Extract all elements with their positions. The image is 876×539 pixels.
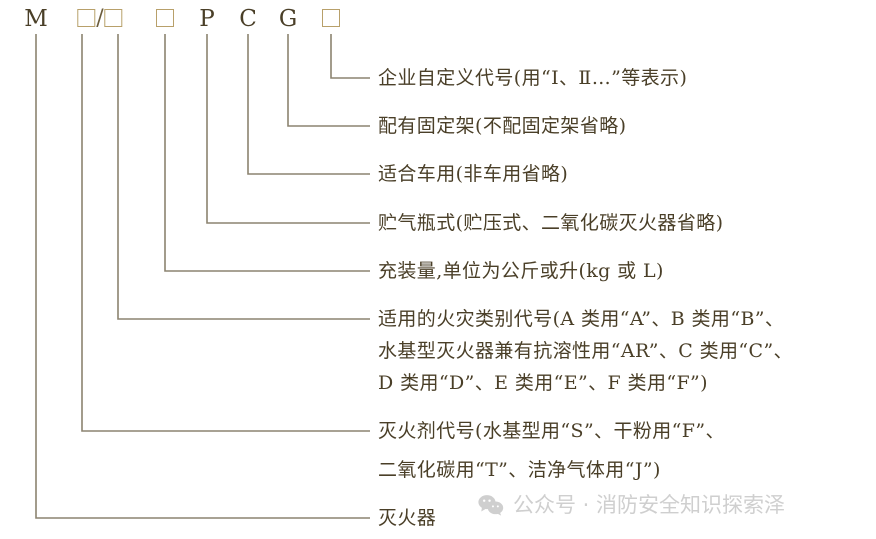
desc-agent-code-line-2: 二氧化碳用“T”、洁净气体用“J”): [378, 459, 661, 481]
leader-line-agent-code: [81, 34, 370, 432]
empty-box-icon: [322, 9, 340, 27]
code-glyph-c: C: [239, 6, 257, 32]
code-cell-letter-m: M: [24, 6, 48, 32]
wechat-icon: [478, 495, 504, 516]
code-glyph-p: P: [199, 6, 215, 32]
leader-line-charge-amount: [164, 34, 370, 272]
code-cell-box-custom: [322, 6, 340, 32]
leader-line-fixed-bracket: [287, 34, 370, 127]
desc-extinguisher: 灭火器: [378, 507, 437, 529]
empty-box-icon: [77, 9, 96, 27]
desc-custom-code: 企业自定义代号(用“Ⅰ、Ⅱ…”等表示): [378, 67, 688, 89]
desc-fixed-bracket: 配有固定架(不配固定架省略): [378, 115, 627, 137]
code-cell-letter-p: P: [199, 6, 214, 32]
empty-box-icon: [104, 9, 123, 27]
code-glyph-m: M: [24, 6, 48, 32]
leader-line-fire-class-code: [117, 34, 370, 320]
code-cell-letter-g: G: [279, 6, 297, 32]
empty-box-icon: [156, 9, 174, 27]
leader-line-custom-code: [330, 34, 370, 79]
code-row: M / P C G: [0, 0, 876, 40]
code-cell-letter-c: C: [239, 6, 257, 32]
watermark-text: 公众号 · 消防安全知识探索泽: [513, 493, 786, 517]
leader-line-gas-cylinder: [206, 34, 370, 224]
code-glyph-g: G: [278, 6, 298, 32]
desc-gas-cylinder: 贮气瓶式(贮压式、二氧化碳灭火器省略): [378, 212, 724, 234]
desc-fire-class-code-line-2: 水基型灭火器兼有抗溶性用“AR”、C 类用“C”、: [378, 340, 793, 362]
leader-line-extinguisher: [35, 34, 370, 519]
desc-vehicle-use: 适合车用(非车用省略): [378, 163, 569, 185]
desc-fire-class-code-line-3: D 类用“D”、E 类用“E”、F 类用“F”): [378, 372, 708, 394]
desc-charge-amount: 充装量,单位为公斤或升(kg 或 L): [378, 260, 664, 282]
desc-agent-code-line-1: 灭火剂代号(水基型用“S”、干粉用“F”、: [378, 420, 725, 442]
leader-line-vehicle-use: [247, 34, 370, 175]
watermark: 公众号 · 消防安全知识探索泽: [478, 492, 785, 518]
desc-fire-class-code-line-1: 适用的火灾类别代号(A 类用“A”、B 类用“B”、: [378, 308, 785, 330]
code-cell-box-fire-class: [156, 6, 174, 32]
code-cell-box-agent-1: /: [77, 6, 123, 32]
slash-separator: /: [96, 6, 104, 31]
